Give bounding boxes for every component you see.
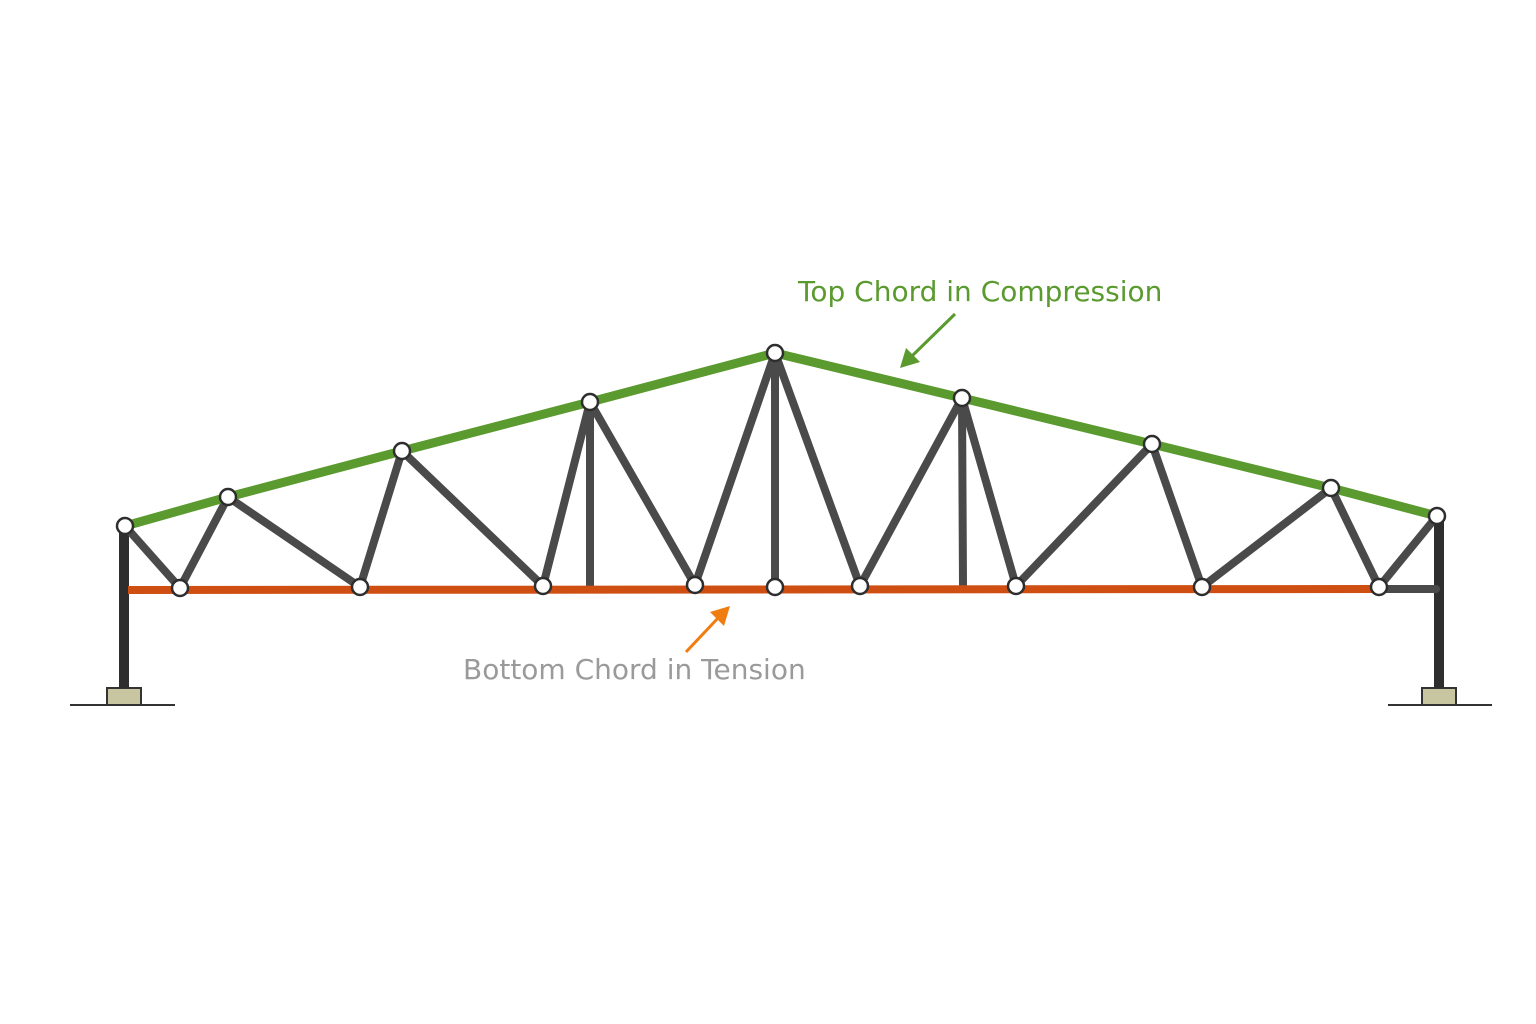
joint [392,441,412,461]
web-member [356,447,406,591]
web-member [771,349,864,590]
joint [1427,506,1447,526]
joint [685,575,705,595]
joint [1192,577,1212,597]
web-member [856,394,966,590]
web-member [176,493,232,592]
base-plate-right [1421,687,1457,706]
web-member [539,398,594,590]
web-member [586,398,699,589]
joint [218,487,238,507]
joint [1142,434,1162,454]
joint [350,577,370,597]
web-members [121,349,1441,593]
bottom-chord-arrow [684,606,730,654]
web-member [958,394,1020,590]
web-member [398,447,547,590]
joint [580,392,600,412]
web-member [1148,440,1206,591]
joint [1321,478,1341,498]
top-chord-arrow-shaft [910,312,957,358]
web-member [1198,484,1335,591]
bottom-chord-arrow-head [710,606,730,626]
web-member [224,493,364,591]
bottom-chord-arrow-shaft [684,615,721,654]
joint [115,516,135,536]
top-chord-arrow [900,312,957,368]
bottom-chord [127,585,1373,594]
web-member [1012,440,1156,590]
base-plate-left [106,687,142,706]
joint [533,576,553,596]
joint [1369,577,1389,597]
joint [850,576,870,596]
joint [765,343,785,363]
top-chord-arrow-head [900,348,920,368]
joint [952,388,972,408]
web-member [958,394,967,590]
web-member [691,349,779,589]
web-member [121,522,184,592]
joints [115,343,1447,598]
joint [1006,576,1026,596]
joint [765,577,785,597]
bottom-chord-label: Bottom Chord in Tension [463,653,806,686]
web-member [1375,512,1441,591]
top-chord-label: Top Chord in Compression [797,275,1162,308]
web-member [1327,484,1383,591]
joint [170,578,190,598]
